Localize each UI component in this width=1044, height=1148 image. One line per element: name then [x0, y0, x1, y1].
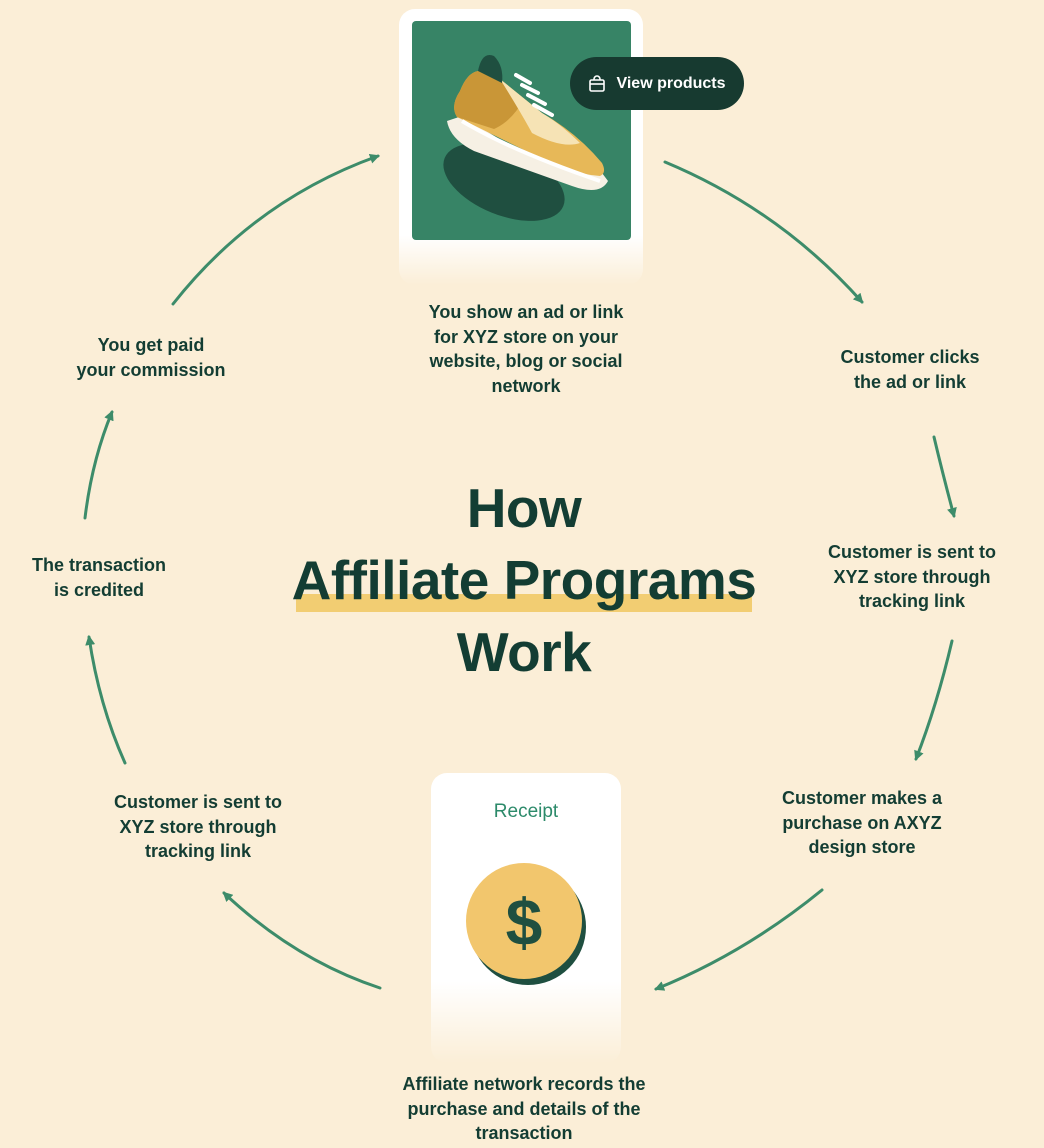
receipt-card: Receipt $ — [431, 773, 621, 1063]
arrow-right-1 — [932, 435, 957, 518]
title-line-3: Work — [456, 621, 592, 683]
dollar-coin-icon: $ — [466, 863, 586, 985]
title-line-2-wrapper: Affiliate Programs — [272, 544, 776, 616]
arrow-top-right — [663, 160, 864, 304]
step-label-customer-clicks: Customer clicks the ad or link — [840, 347, 980, 392]
receipt-title: Receipt — [493, 801, 559, 822]
coin-symbol: $ — [506, 885, 543, 959]
step-label-network-records: Affiliate network records the purchase a… — [402, 1074, 646, 1143]
arrow-bottom-left — [222, 891, 382, 990]
step-label-get-paid: You get paid your commission — [76, 335, 226, 380]
arrow-top-left — [171, 153, 380, 306]
diagram-title: How Affiliate Programs Work — [272, 472, 776, 688]
step-label-show-ad: You show an ad or link for XYZ store on … — [428, 302, 624, 396]
arrow-bottom-right — [654, 888, 824, 991]
view-products-label: View products — [616, 74, 726, 92]
product-card — [399, 9, 643, 285]
step-label-transaction-credited: The transaction is credited — [31, 555, 167, 600]
title-line-2: Affiliate Programs — [292, 544, 757, 616]
arrow-left-1 — [85, 635, 127, 765]
view-products-button[interactable]: View products — [570, 57, 744, 110]
shopping-bag-icon — [589, 74, 606, 92]
arrow-left-2 — [83, 410, 114, 520]
title-line-1: How — [466, 477, 582, 539]
arrow-right-2 — [914, 639, 954, 761]
product-image — [412, 21, 631, 240]
step-label-customer-purchase: Customer makes a purchase on AXYZ design… — [781, 788, 943, 857]
sneaker-icon — [443, 55, 608, 221]
step-label-sent-to-store-right: Customer is sent to XYZ store through tr… — [827, 542, 997, 611]
step-label-sent-to-store-left: Customer is sent to XYZ store through tr… — [113, 792, 283, 861]
